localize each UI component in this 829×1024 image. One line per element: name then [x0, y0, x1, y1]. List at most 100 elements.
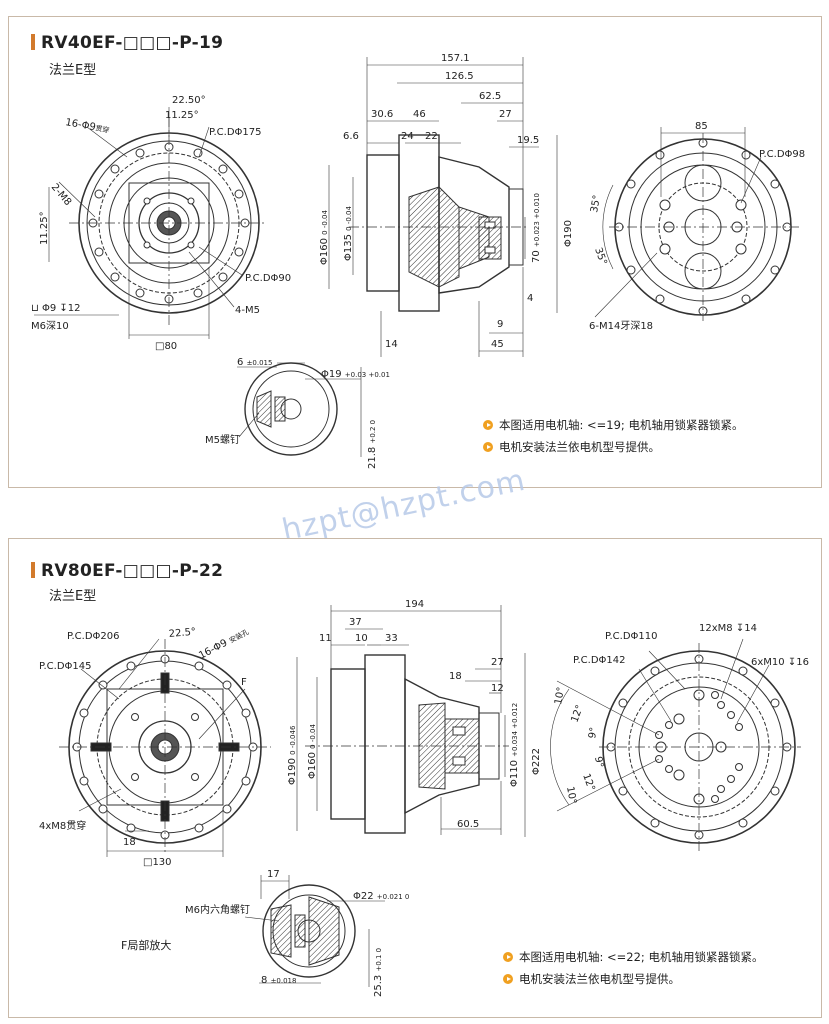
- panel1-detail-view: [237, 362, 362, 457]
- bullet-icon: [483, 420, 493, 430]
- p2-pcd142: P.C.DΦ142: [573, 655, 625, 666]
- p1-d22: 22: [425, 131, 438, 142]
- p1-back-d85: 85: [695, 121, 708, 132]
- p1-d19: 19.5: [517, 135, 539, 146]
- p1-d27: 27: [499, 109, 512, 120]
- p2-dia160: Φ160 0 -0.04: [307, 724, 318, 779]
- p2-dia222: Φ222: [531, 748, 542, 775]
- p2-a9b: 9°: [592, 756, 605, 769]
- p1-m5: 4-M5: [235, 305, 260, 316]
- p2-d27: 27: [491, 657, 504, 668]
- panel1-subtitle: 法兰E型: [49, 63, 97, 78]
- p1-m6: M6深10: [31, 320, 69, 332]
- p1-note2-text: 电机安装法兰依电机型号提供。: [499, 440, 660, 454]
- p2-d10: 10: [355, 633, 368, 644]
- p2-holes: 16-Φ9 安装孔: [197, 626, 251, 661]
- p2-back-m8: 12xM8 ↧14: [699, 623, 757, 634]
- p2-det-d8: 8 ±0.018: [261, 975, 296, 986]
- panel2-back-view: [550, 638, 801, 851]
- p2-d12: 12: [491, 683, 504, 694]
- p1-dia70: 70 +0.023 +0.010: [531, 193, 542, 263]
- p2-det-d17: 17: [267, 869, 280, 880]
- p2-d37: 37: [349, 617, 362, 628]
- panel1-title: RV40EF-□□□-P-19: [41, 33, 224, 53]
- panel2-detail-view: [244, 875, 385, 987]
- p2-square: □130: [143, 857, 172, 868]
- panel2-front-view: [59, 638, 271, 857]
- p1-det-d21: 21.8 +0.2 0: [367, 420, 378, 469]
- bullet-icon: [503, 974, 513, 984]
- panel2-subtitle: 法兰E型: [49, 589, 97, 604]
- p2-det-label: F局部放大: [121, 938, 171, 952]
- p1-a35a: 35°: [589, 194, 603, 213]
- p2-d60: 60.5: [457, 819, 479, 830]
- p2-det-screw: M6内六角螺钉: [185, 903, 250, 916]
- panel-rv40ef: RV40EF-□□□-P-19 法兰E型: [8, 16, 822, 488]
- title-accent-bar: [31, 562, 35, 578]
- p1-pcd98: P.C.DΦ98: [759, 149, 805, 160]
- p2-a12b: 12°: [580, 772, 596, 792]
- p2-note2: 电机安装法兰依电机型号提供。: [503, 971, 680, 987]
- p1-d126: 126.5: [445, 71, 474, 82]
- panel2-title: RV80EF-□□□-P-22: [41, 561, 224, 581]
- p1-d9: 9: [497, 319, 503, 330]
- panel1-front-view: [34, 107, 267, 339]
- p2-det-d25: 25.3 +0.1 0: [373, 948, 384, 997]
- p1-pcd175: P.C.DΦ175: [209, 127, 261, 138]
- bullet-icon: [503, 952, 513, 962]
- p1-d45: 45: [491, 339, 504, 350]
- p2-a10a: 10°: [553, 686, 567, 705]
- p2-m10: 6xM10 ↧16: [751, 657, 809, 668]
- p1-a35b: 35°: [592, 246, 608, 266]
- p2-d194: 194: [405, 599, 424, 610]
- p1-d157: 157.1: [441, 53, 470, 64]
- p2-d18: 18: [123, 837, 136, 848]
- p1-det-d19: Φ19 +0.03 +0.01: [321, 369, 390, 380]
- p2-note1: 本图适用电机轴: <=22; 电机轴用锁紧器锁紧。: [503, 949, 763, 965]
- p1-angle1: 22.50°: [172, 95, 206, 106]
- p1-d14: 14: [385, 339, 398, 350]
- p1-d24: 24: [401, 131, 414, 142]
- p1-holes: 16-Φ9贯穿: [64, 117, 110, 136]
- p1-m14: 6-M14牙深18: [589, 320, 653, 332]
- p2-note2-text: 电机安装法兰依电机型号提供。: [519, 972, 680, 986]
- p2-m8: 4xM8贯穿: [39, 819, 86, 832]
- panel2-drawing: P.C.DΦ206 22.5° 16-Φ9 安装孔 P.C.DΦ145 F 4x…: [39, 599, 809, 997]
- p1-d46: 46: [413, 109, 426, 120]
- p2-f: F: [241, 677, 247, 688]
- p1-tap: 2-M8: [49, 182, 73, 208]
- panel-rv80ef: RV80EF-□□□-P-22 法兰E型: [8, 538, 822, 1018]
- p1-note2: 电机安装法兰依电机型号提供。: [483, 439, 660, 455]
- p2-a10b: 10°: [564, 786, 578, 805]
- p1-d4: 4: [527, 293, 533, 304]
- title-accent-bar: [31, 34, 35, 50]
- panel1-side-view: [328, 57, 558, 357]
- p1-cbore: ⊔ Φ9 ↧12: [31, 303, 81, 314]
- p2-det-d22: Φ22 +0.021 0: [353, 891, 409, 902]
- panel1-title-wrap: RV40EF-□□□-P-19: [31, 33, 223, 53]
- p1-dia160: Φ160 0 -0.04: [319, 210, 330, 265]
- p2-angle: 22.5°: [168, 627, 196, 640]
- p2-note1-text: 本图适用电机轴: <=22; 电机轴用锁紧器锁紧。: [519, 950, 764, 964]
- p2-d18s: 18: [449, 671, 462, 682]
- p1-det-screw: M5螺钉: [205, 434, 240, 446]
- p1-d62: 62.5: [479, 91, 501, 102]
- p2-dia110: Φ110 +0.034 +0.012: [509, 703, 520, 787]
- p1-dia190: Φ190: [563, 220, 574, 247]
- p2-a12a: 12°: [569, 704, 585, 724]
- p1-det-d6: 6 ±0.015: [237, 357, 272, 368]
- p2-dia190: Φ190 0 -0.046: [287, 725, 298, 785]
- p1-d30: 30.6: [371, 109, 393, 120]
- p2-pcd145: P.C.DΦ145: [39, 661, 91, 672]
- panel2-side-view: [296, 605, 526, 837]
- p1-pcd90: P.C.DΦ90: [245, 273, 291, 284]
- p1-note1-text: 本图适用电机轴: <=19; 电机轴用锁紧器锁紧。: [499, 418, 744, 432]
- panel2-title-wrap: RV80EF-□□□-P-22: [31, 561, 223, 581]
- panel1-drawing: 22.50° 11.25° 16-Φ9贯穿 P.C.DΦ175 11.25° 2…: [31, 53, 805, 469]
- p2-pcd206: P.C.DΦ206: [67, 631, 119, 642]
- p2-d33: 33: [385, 633, 398, 644]
- p2-a9a: 9°: [587, 726, 600, 739]
- p1-note1: 本图适用电机轴: <=19; 电机轴用锁紧器锁紧。: [483, 417, 743, 433]
- p2-pcd110: P.C.DΦ110: [605, 631, 657, 642]
- p1-angle2: 11.25°: [165, 110, 199, 121]
